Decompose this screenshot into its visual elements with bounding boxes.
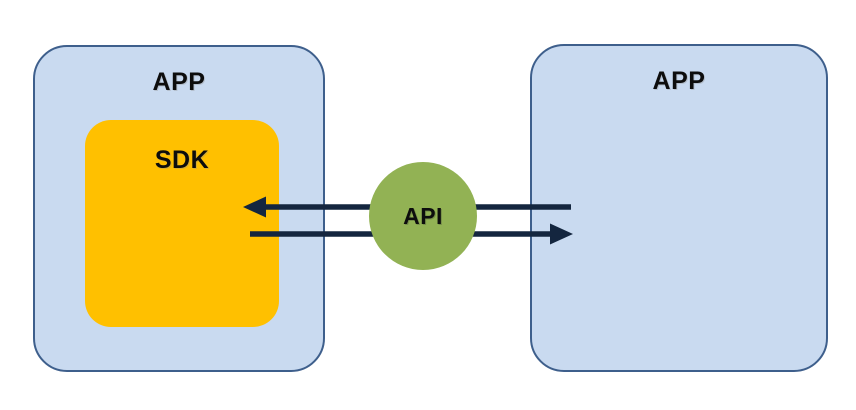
api-label: API	[403, 202, 443, 229]
sdk-box: SDK	[85, 120, 279, 327]
app-box-right: APP	[530, 44, 828, 372]
app-box-left: APP SDK	[33, 45, 325, 372]
sdk-label: SDK	[154, 146, 210, 174]
api-circle: API	[369, 162, 477, 270]
right-app-label: APP	[652, 67, 706, 95]
left-app-label: APP	[152, 68, 206, 96]
